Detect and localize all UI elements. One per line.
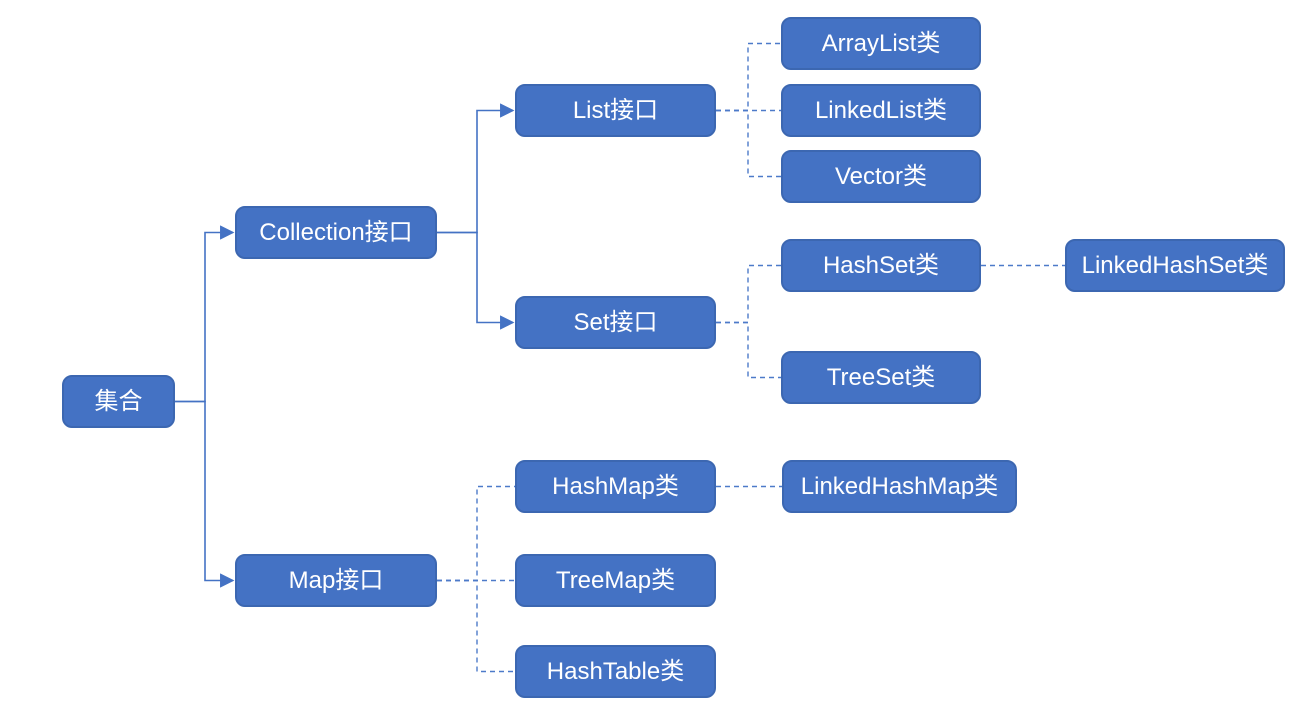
edge-set-interface-to-hashset-class <box>716 264 781 324</box>
node-treeset-class[interactable]: TreeSet类 <box>781 351 981 404</box>
node-hashmap-class[interactable]: HashMap类 <box>515 460 716 513</box>
node-linkedlist-class-label: LinkedList类 <box>814 96 948 124</box>
node-linkedhashset-class[interactable]: LinkedHashSet类 <box>1065 239 1285 292</box>
node-hashtable-class-label: HashTable类 <box>546 657 685 685</box>
node-set-interface-label: Set接口 <box>573 308 658 336</box>
node-collection-interface-label: Collection接口 <box>259 218 413 246</box>
node-set-interface[interactable]: Set接口 <box>515 296 716 349</box>
edge-map-interface-to-hashmap-class <box>437 485 515 582</box>
node-root[interactable]: 集合 <box>62 375 175 428</box>
edge-map-interface-to-hashtable-class <box>437 579 515 673</box>
node-collection-interface[interactable]: Collection接口 <box>235 206 437 259</box>
node-treeset-class-label: TreeSet类 <box>826 363 936 391</box>
node-arraylist-class[interactable]: ArrayList类 <box>781 17 981 70</box>
node-map-interface-label: Map接口 <box>288 566 384 594</box>
node-linkedlist-class[interactable]: LinkedList类 <box>781 84 981 137</box>
node-vector-class[interactable]: Vector类 <box>781 150 981 203</box>
edge-collection-interface-to-set-interface <box>437 231 515 330</box>
node-hashmap-class-label: HashMap类 <box>552 472 679 500</box>
edge-list-interface-to-vector-class <box>716 109 781 178</box>
edge-list-interface-to-arraylist-class <box>716 42 781 112</box>
node-hashset-class[interactable]: HashSet类 <box>781 239 981 292</box>
node-linkedhashmap-class-label: LinkedHashMap类 <box>800 472 999 500</box>
node-linkedhashmap-class[interactable]: LinkedHashMap类 <box>782 460 1017 513</box>
node-list-interface-label: List接口 <box>572 96 659 124</box>
node-linkedhashset-class-label: LinkedHashSet类 <box>1081 251 1269 279</box>
node-treemap-class-label: TreeMap类 <box>555 566 676 594</box>
node-vector-class-label: Vector类 <box>834 162 928 190</box>
node-hashset-class-label: HashSet类 <box>822 251 940 279</box>
node-list-interface[interactable]: List接口 <box>515 84 716 137</box>
node-hashtable-class[interactable]: HashTable类 <box>515 645 716 698</box>
edge-root-to-collection-interface <box>175 225 235 403</box>
node-root-label: 集合 <box>94 387 143 415</box>
edge-set-interface-to-treeset-class <box>716 321 781 379</box>
edge-root-to-map-interface <box>175 400 235 588</box>
node-arraylist-class-label: ArrayList类 <box>821 29 941 57</box>
node-map-interface[interactable]: Map接口 <box>235 554 437 607</box>
edge-collection-interface-to-list-interface <box>437 103 515 234</box>
node-treemap-class[interactable]: TreeMap类 <box>515 554 716 607</box>
